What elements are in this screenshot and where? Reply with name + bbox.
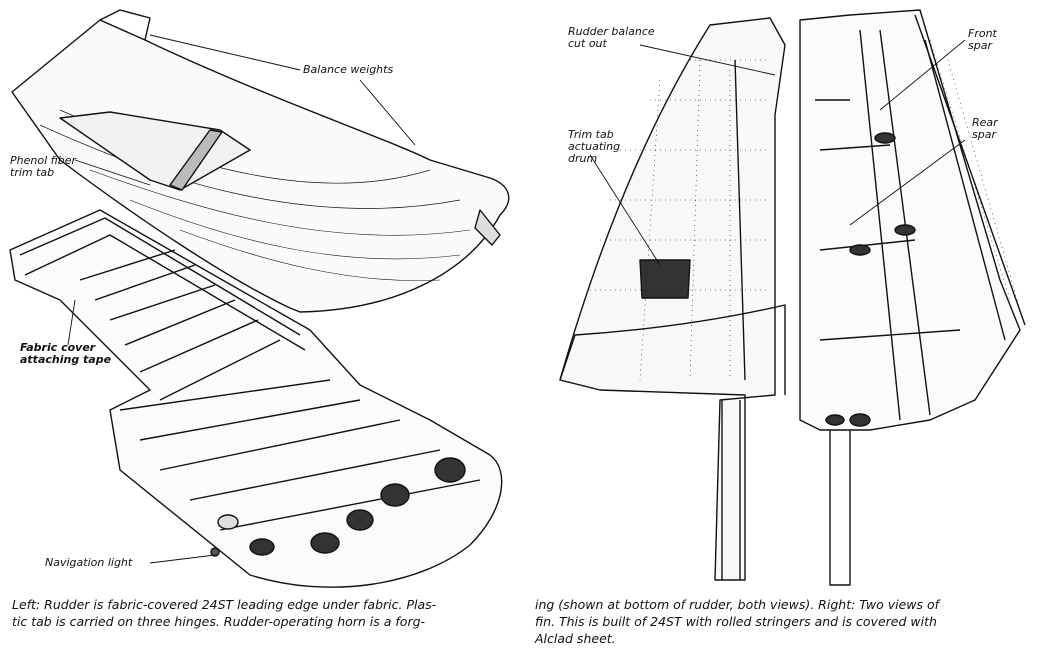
fin-skinned-view-drawing <box>559 17 786 581</box>
caption-left-line-1: Left: Rudder is fabric-covered 24ST lead… <box>12 597 437 612</box>
fabric-cover-attaching-tape-label: Fabric cover attaching tape <box>20 341 112 366</box>
navigation-light-label: Navigation light <box>45 556 133 569</box>
rear-spar-label: Rear spar <box>972 116 998 141</box>
trim-tab-actuating-drum-label: Trim tab actuating drum <box>568 128 621 165</box>
front-spar-label: Front spar <box>968 27 997 52</box>
caption-right-line-1: ing (shown at bottom of rudder, both vie… <box>535 597 940 612</box>
phenol-fiber-trim-tab-label: Phenol fiber trim tab <box>10 154 77 179</box>
balance-weights-label: Balance weights <box>303 63 394 76</box>
rudder-frame-drawing <box>9 209 503 588</box>
label-leaders <box>67 34 966 564</box>
rudder-balance-cut-out-label: Rudder balance cut out <box>568 25 655 50</box>
fin-internal-view-drawing <box>799 9 1026 586</box>
caption-right: ing (shown at bottom of rudder, both vie… <box>535 596 1029 647</box>
caption-right-line-3: Alclad sheet. <box>535 631 616 646</box>
caption-right-line-2: fin. This is built of 24ST with rolled s… <box>535 614 937 629</box>
caption-left-line-2: tic tab is carried on three hinges. Rudd… <box>12 614 426 629</box>
caption-left: Left: Rudder is fabric-covered 24ST lead… <box>12 596 510 630</box>
rudder-fabric-covered-drawing <box>11 9 510 313</box>
